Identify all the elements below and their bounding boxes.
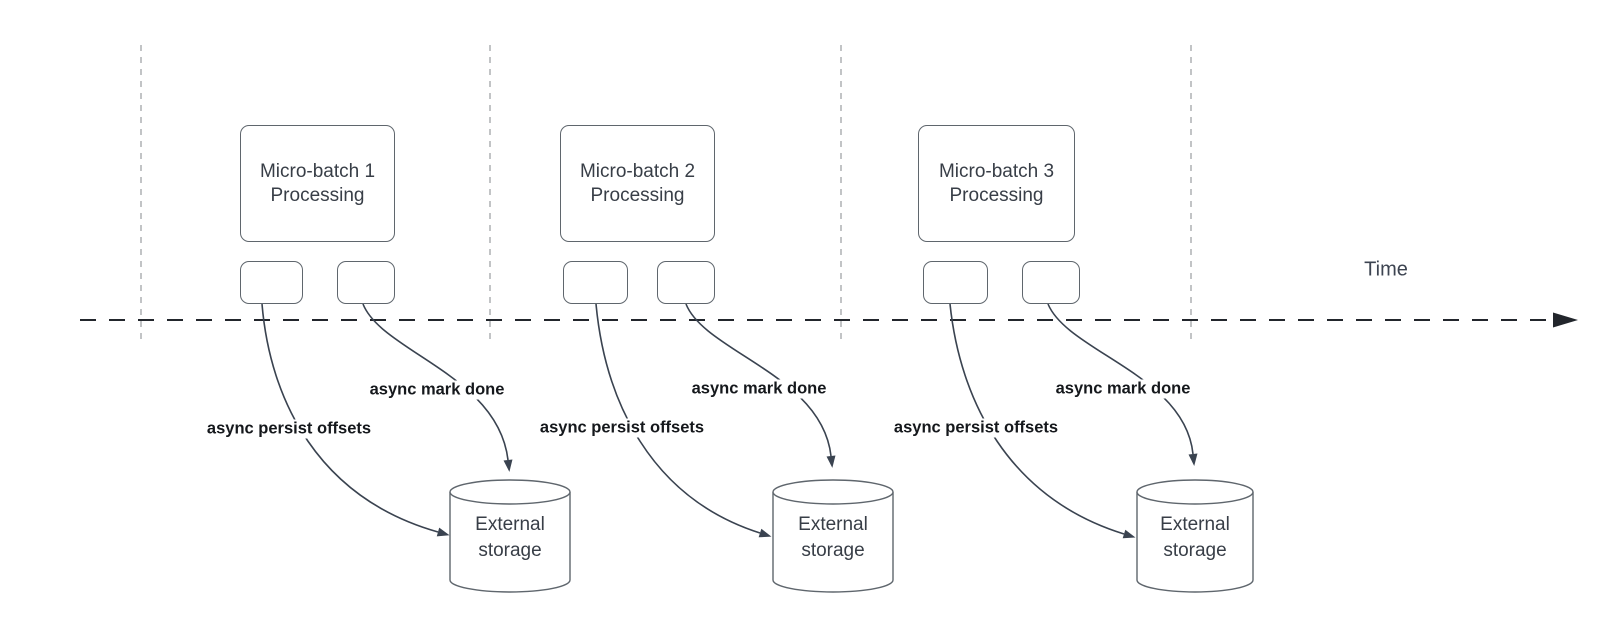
mark-done-task-box-3 [1022, 261, 1080, 304]
external-storage-label-3: External storage [1160, 514, 1230, 561]
persist-offsets-arrow-3 [949, 303, 1136, 539]
persist-offsets-arrow-1 [261, 303, 450, 537]
external-storage-cylinder-3 [1136, 479, 1254, 593]
mark-done-task-box-2 [657, 261, 715, 304]
external-storage-label-1: External storage [475, 514, 545, 561]
microbatch-title-1: Micro-batch 1 Processing [259, 160, 376, 206]
external-storage-label-2: External storage [798, 514, 868, 561]
mark-done-arrow-1 [362, 303, 513, 472]
mark-done-label-1: async mark done [366, 380, 508, 400]
mark-done-arrow-2 [685, 303, 836, 468]
mark-done-arrow-3 [1047, 303, 1198, 466]
external-storage-cylinder-2 [772, 479, 894, 593]
external-storage-cylinder-1 [449, 479, 571, 593]
microbatch-node-3: Micro-batch 3 Processing [918, 125, 1075, 242]
microbatch-title-3: Micro-batch 3 Processing [938, 160, 1055, 206]
microbatch-node-2: Micro-batch 2 Processing [560, 125, 715, 242]
persist-task-box-2 [563, 261, 628, 304]
time-axis-arrowhead-icon [1553, 312, 1578, 328]
persist-offsets-label-3: async persist offsets [890, 418, 1062, 438]
microbatch-title-2: Micro-batch 2 Processing [579, 160, 696, 206]
microbatch-node-1: Micro-batch 1 Processing [240, 125, 395, 242]
persist-offsets-label-2: async persist offsets [536, 418, 708, 438]
persist-offsets-arrow-2 [595, 303, 772, 538]
persist-offsets-label-1: async persist offsets [203, 419, 375, 439]
persist-task-box-3 [923, 261, 988, 304]
mark-done-task-box-1 [337, 261, 395, 304]
mark-done-label-2: async mark done [688, 379, 830, 399]
mark-done-label-3: async mark done [1052, 379, 1194, 399]
time-label: Time [1364, 258, 1408, 281]
persist-task-box-1 [240, 261, 303, 304]
